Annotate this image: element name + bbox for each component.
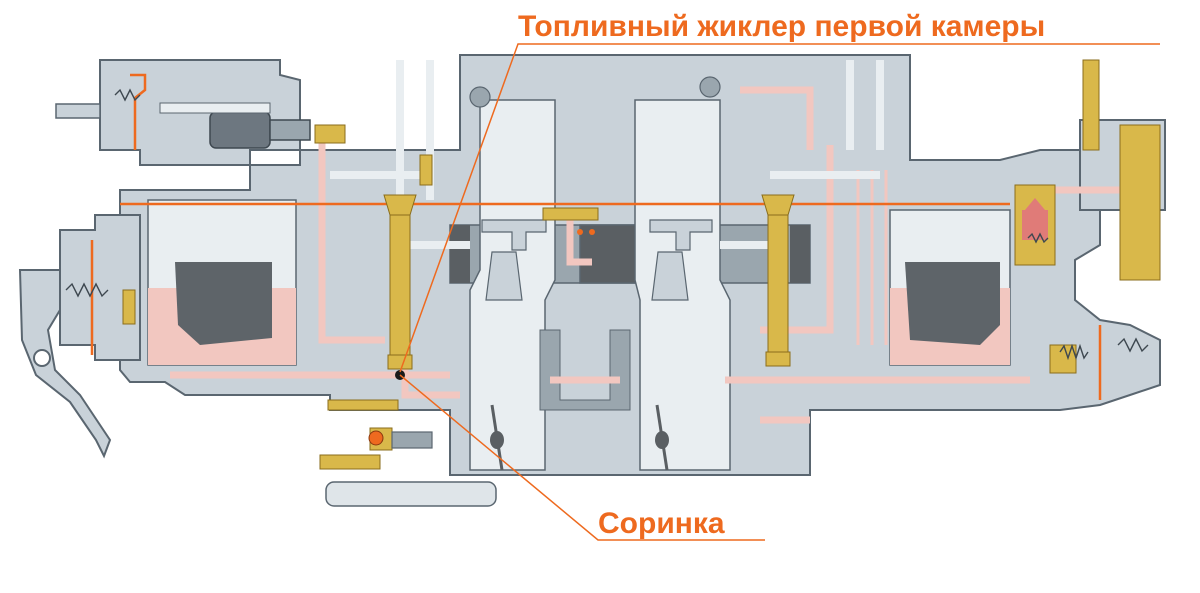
fuel-level-line <box>90 73 1102 400</box>
needle-valve-body <box>1022 210 1048 240</box>
debris-leader-line <box>399 374 765 541</box>
air-channels <box>330 60 884 249</box>
holes <box>469 76 721 235</box>
float-chambers <box>147 199 1011 366</box>
left-fittings <box>55 102 497 507</box>
fuel-level-lines <box>856 170 888 345</box>
callout-debris: Соринка <box>395 370 765 541</box>
fuel-jet-label: Топливный жиклер первой камеры <box>518 10 1045 43</box>
fuel-jet-leader-line <box>399 43 1160 373</box>
callout-fuel-jet: Топливный жиклер первой камеры <box>399 10 1160 373</box>
needle-valve-tip <box>1025 198 1045 210</box>
springs <box>65 88 1149 361</box>
throttle-section <box>449 99 811 471</box>
debris-label: Соринка <box>598 507 725 540</box>
